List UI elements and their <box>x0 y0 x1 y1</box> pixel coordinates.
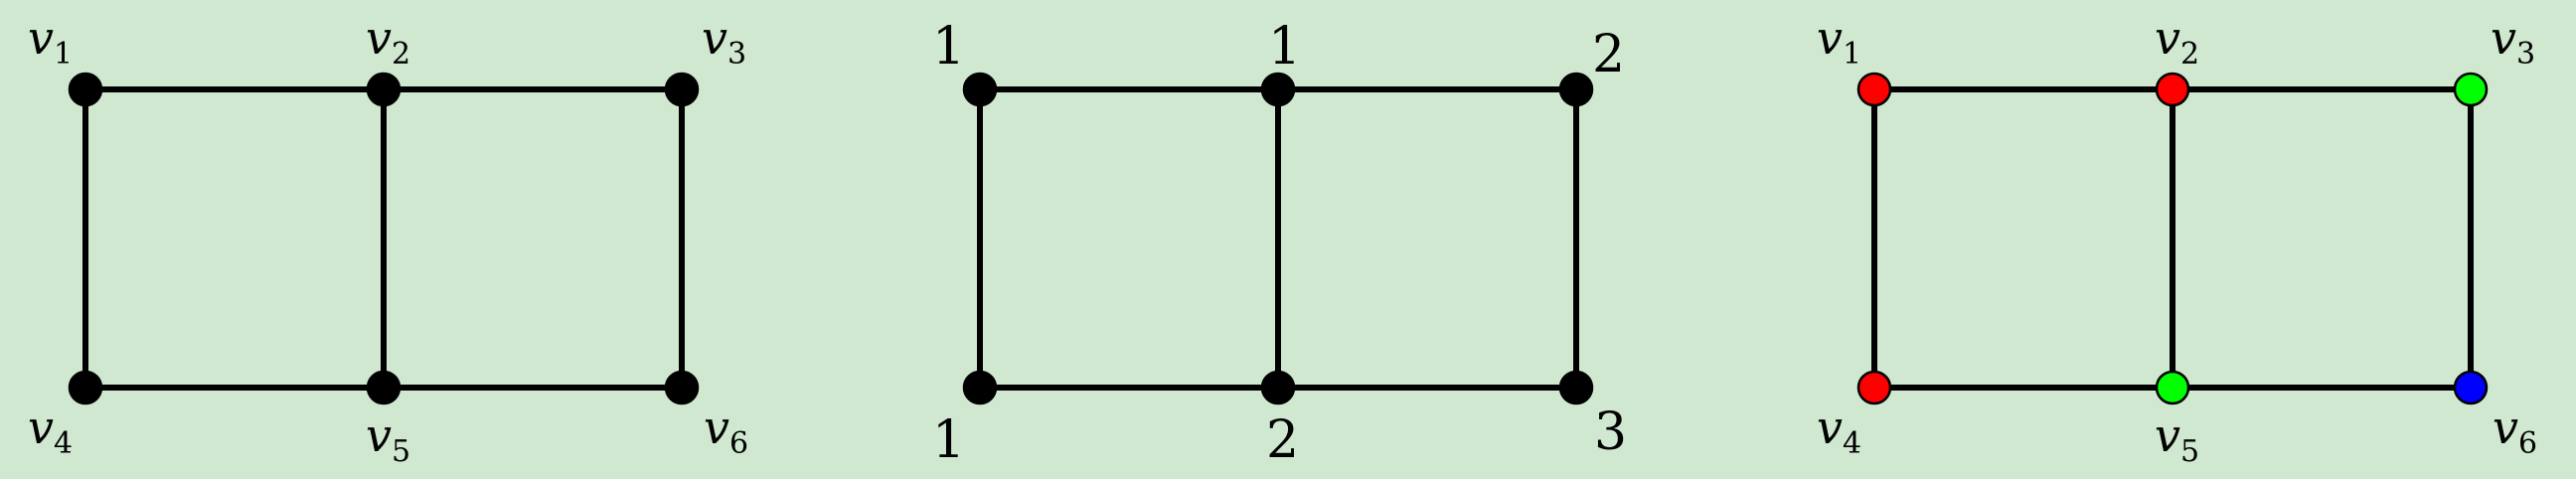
vertex-label-v3: 2 <box>1592 25 1625 84</box>
vertex-label-v2: 1 <box>1268 17 1301 77</box>
vertex-label-subscript: 6 <box>2518 426 2537 461</box>
vertex-label-text: 1 <box>1268 17 1301 77</box>
vertex-label-v5: v5 <box>366 408 410 469</box>
vertex-v5 <box>2155 370 2190 405</box>
vertex-label-subscript: 5 <box>392 434 410 469</box>
vertex-label-v5: v5 <box>2155 408 2199 469</box>
vertex-label-v6: v6 <box>2493 400 2537 461</box>
vertex-label-v4: v4 <box>28 400 73 461</box>
vertex-v4 <box>68 370 103 405</box>
vertex-label-v6: v6 <box>704 400 748 461</box>
vertex-label-text: 1 <box>932 17 965 77</box>
vertex-v1 <box>962 72 998 107</box>
vertex-label-text: v <box>1817 400 1843 454</box>
vertex-v4 <box>962 370 998 405</box>
vertex-label-text: v <box>704 400 729 454</box>
vertex-label-text: 1 <box>932 410 965 470</box>
vertex-label-text: v <box>2491 11 2516 65</box>
vertex-v3 <box>1558 72 1594 107</box>
vertex-label-v1: v1 <box>28 11 73 72</box>
vertex-label-text: 2 <box>1266 410 1299 470</box>
vertex-label-v2: v2 <box>366 11 410 72</box>
vertex-v5 <box>366 370 402 405</box>
vertex-label-text: v <box>2493 400 2518 454</box>
vertex-v6 <box>1558 370 1594 405</box>
vertex-label-v1: v1 <box>1817 11 1861 72</box>
vertex-label-text: 3 <box>1594 402 1627 462</box>
vertex-label-v4: 1 <box>932 410 965 470</box>
vertex-label-v3: v3 <box>702 11 746 72</box>
vertex-label-subscript: 1 <box>54 37 73 72</box>
vertex-label-text: v <box>1817 11 1843 65</box>
graph-numbered: 1 1 2 1 2 3 <box>932 17 1627 470</box>
vertex-label-subscript: 4 <box>54 426 73 461</box>
vertex-label-text: v <box>28 11 54 65</box>
vertex-label-subscript: 4 <box>1843 426 1861 461</box>
vertex-v6 <box>664 370 700 405</box>
vertex-v5 <box>1260 370 1296 405</box>
vertex-v2 <box>366 72 402 107</box>
vertex-label-v5: 2 <box>1266 410 1299 470</box>
vertex-label-text: 2 <box>1592 25 1625 84</box>
vertex-label-text: v <box>366 408 392 462</box>
vertex-label-subscript: 3 <box>727 37 746 72</box>
vertex-label-subscript: 3 <box>2516 37 2535 72</box>
vertex-label-subscript: 1 <box>1843 37 1861 72</box>
vertex-label-text: v <box>2155 11 2180 65</box>
vertex-label-v1: 1 <box>932 17 965 77</box>
vertex-v3 <box>664 72 700 107</box>
vertex-v3 <box>2453 72 2489 107</box>
vertex-label-subscript: 2 <box>392 37 410 72</box>
vertex-v4 <box>1856 370 1892 405</box>
vertex-v1 <box>68 72 103 107</box>
vertex-label-text: v <box>2155 408 2180 462</box>
vertex-label-text: v <box>28 400 54 454</box>
vertex-v1 <box>1856 72 1892 107</box>
vertex-label-subscript: 2 <box>2180 37 2199 72</box>
vertex-label-v4: v4 <box>1817 400 1861 461</box>
vertex-v6 <box>2453 370 2489 405</box>
vertex-label-v6: 3 <box>1594 402 1627 462</box>
vertex-label-text: v <box>366 11 392 65</box>
vertex-v2 <box>2155 72 2190 107</box>
vertex-label-text: v <box>702 11 727 65</box>
vertex-label-v3: v3 <box>2491 11 2535 72</box>
vertex-label-subscript: 5 <box>2180 434 2199 469</box>
vertex-label-subscript: 6 <box>729 426 748 461</box>
vertex-v2 <box>1260 72 1296 107</box>
vertex-label-v2: v2 <box>2155 11 2199 72</box>
